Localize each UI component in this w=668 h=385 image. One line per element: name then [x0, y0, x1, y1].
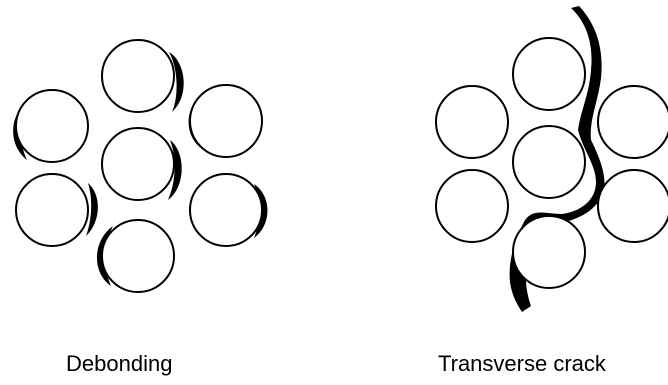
- crack-fiber-bottom: [512, 215, 586, 289]
- fiber-center: [101, 127, 175, 201]
- debond-lower-left: [86, 183, 98, 236]
- transverse-crack-label: Transverse crack: [438, 351, 606, 376]
- fiber-top: [101, 39, 175, 113]
- fiber-upper-right: [189, 84, 263, 158]
- crack-fiber-lower-left: [435, 169, 509, 243]
- crack-fiber-center: [512, 125, 586, 199]
- crack-fiber-upper-left: [435, 85, 509, 159]
- fiber-lower-right: [189, 173, 263, 247]
- crack-fiber-lower-right: [597, 169, 668, 243]
- crack-fiber-top: [512, 37, 586, 111]
- fiber-lower-left: [15, 173, 89, 247]
- fiber-upper-left: [15, 89, 89, 163]
- debond-center: [168, 140, 182, 200]
- fiber-bottom: [101, 219, 175, 293]
- crack-fiber-upper-right: [597, 85, 668, 159]
- debonding-label: Debonding: [66, 351, 173, 376]
- debond-top: [169, 52, 184, 112]
- transverse-crack-panel: [435, 6, 668, 312]
- debonding-panel: [13, 39, 268, 293]
